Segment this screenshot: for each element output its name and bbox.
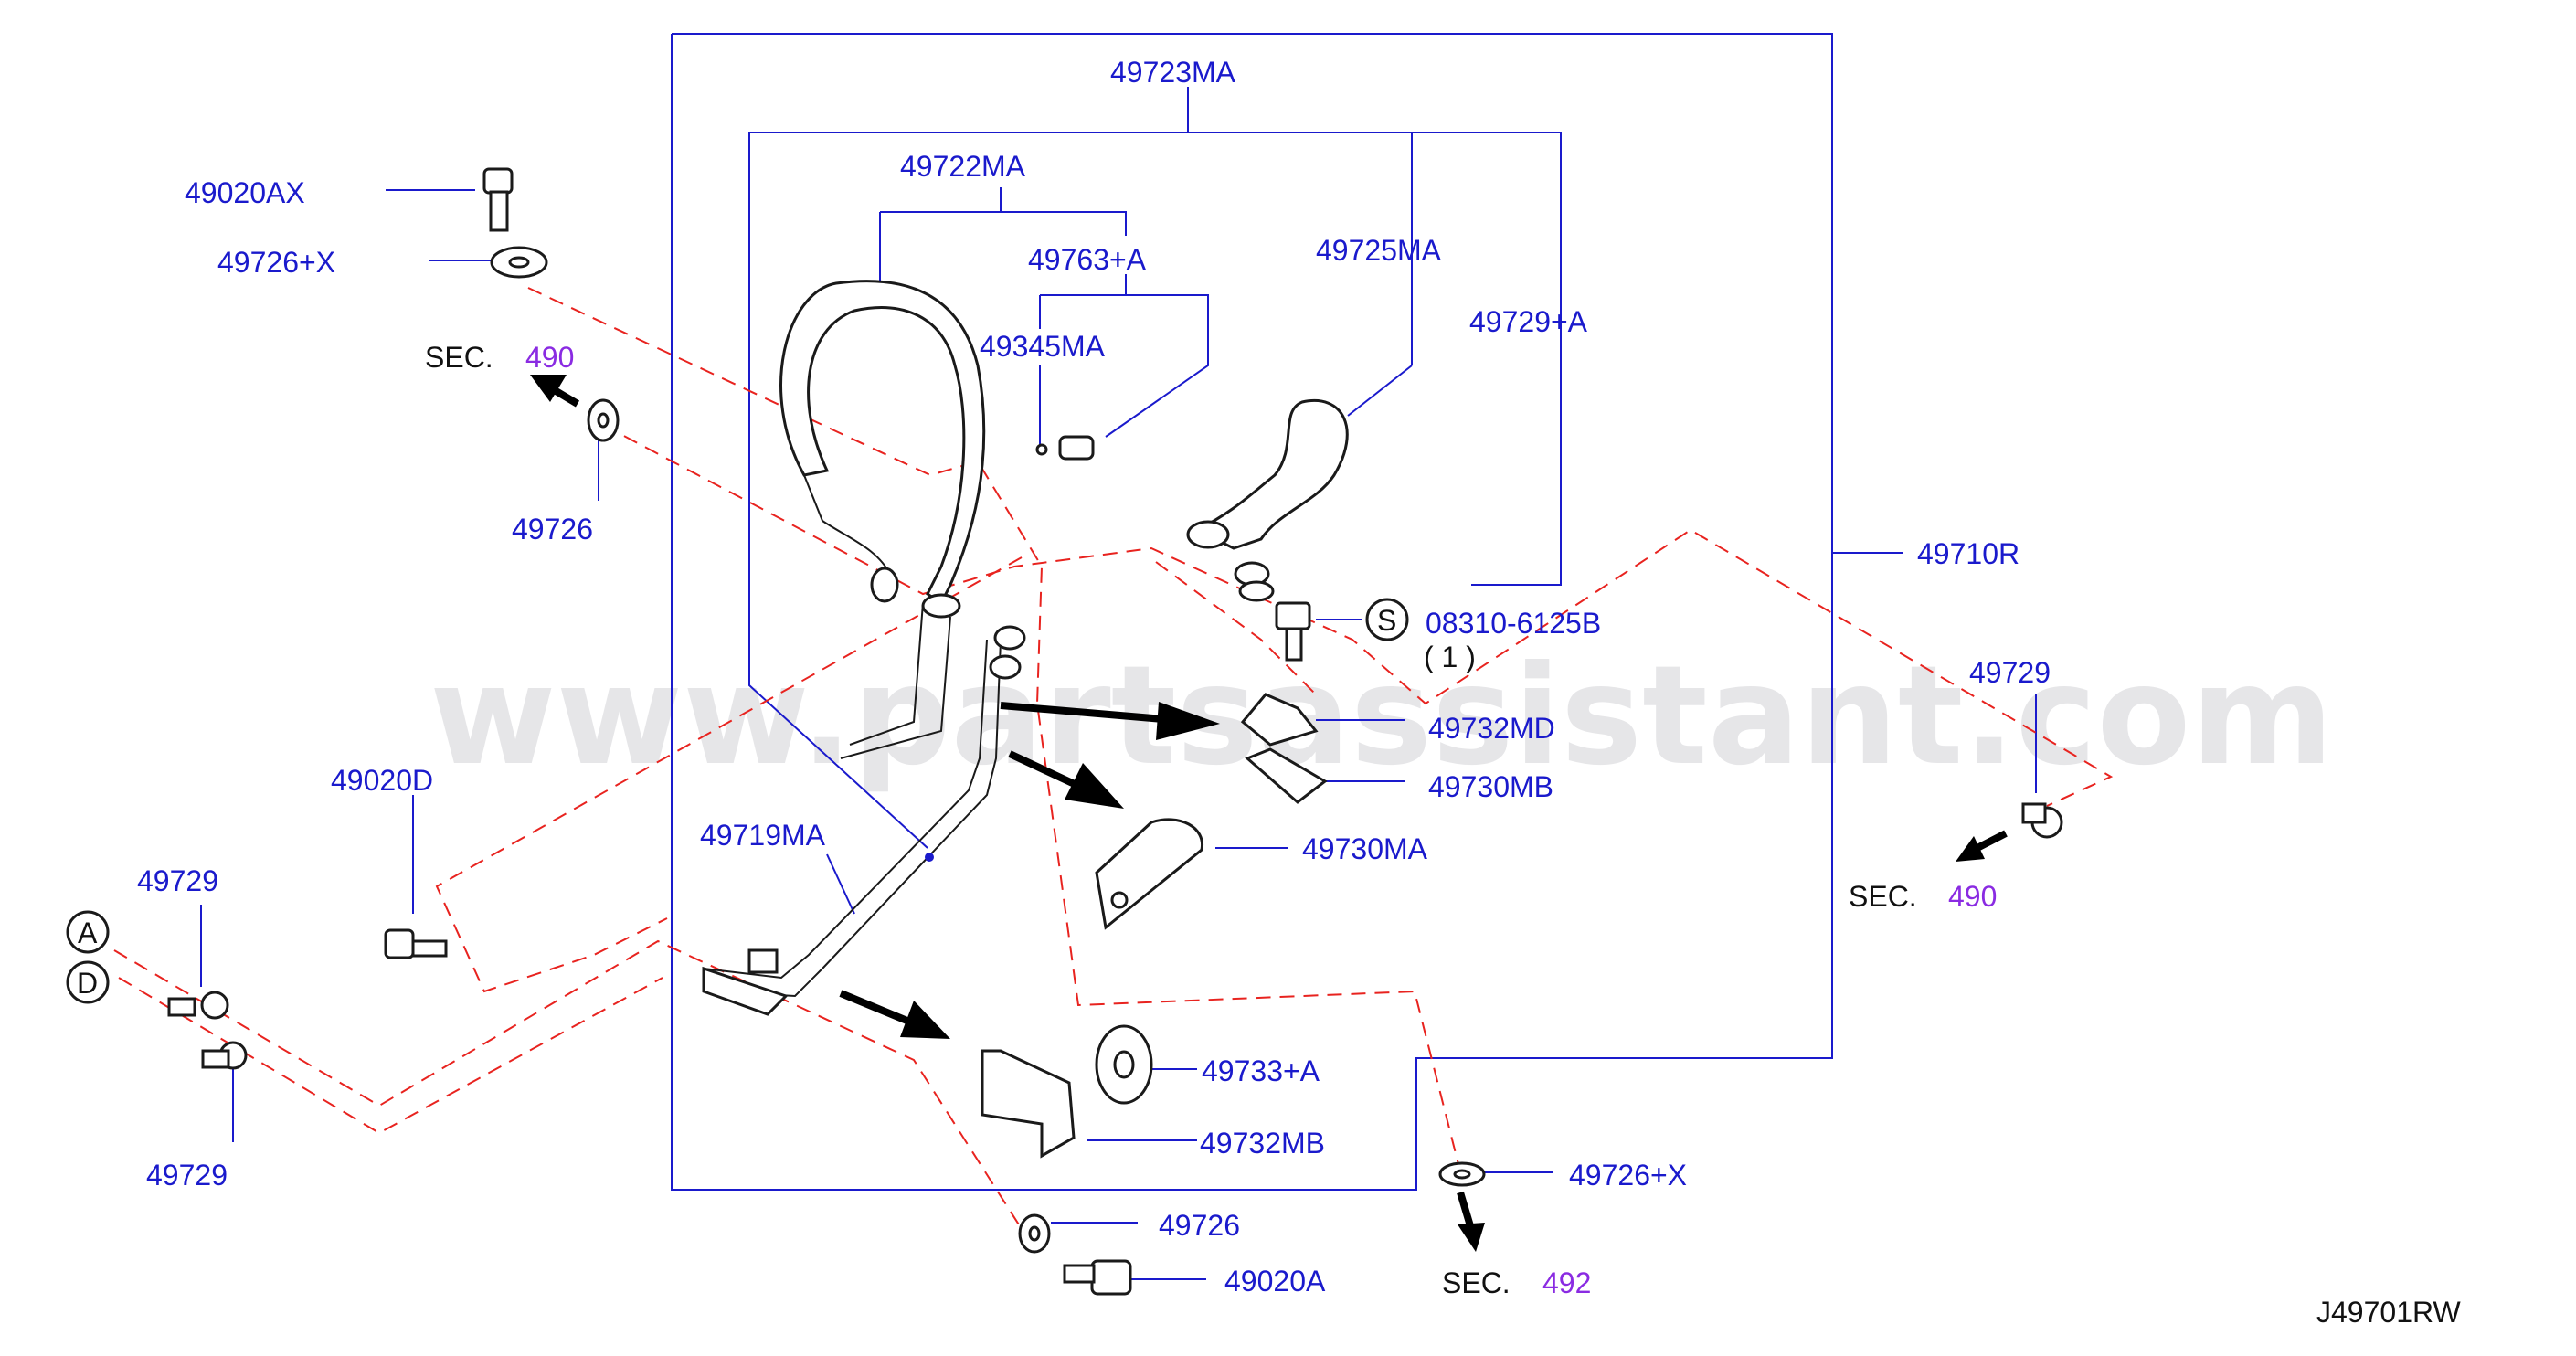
label-49719ma[interactable]: 49719MA: [700, 819, 826, 852]
label-49710r[interactable]: 49710R: [1917, 537, 2019, 570]
leader-lines: [200, 87, 2037, 1280]
label-49726x-top[interactable]: 49726+X: [217, 246, 335, 279]
pipe-49719ma: [702, 602, 1026, 1016]
callout-d-text: D: [77, 967, 98, 1000]
label-49725ma[interactable]: 49725MA: [1316, 234, 1442, 267]
callout-s-text: S: [1377, 604, 1396, 637]
fitting-49345ma: [1035, 435, 1095, 461]
part-labels: 49723MA 49722MA 49763+A 49345MA 49725MA …: [137, 56, 2051, 1298]
section-ref-left[interactable]: 490: [525, 341, 574, 374]
watermark: www.partsassistant.com: [429, 637, 2334, 796]
section-references: SEC. 490 SEC. 490 SEC. 492: [425, 341, 1997, 1299]
assembly-frame: [671, 33, 1903, 1191]
label-49726-left[interactable]: 49726: [512, 513, 593, 546]
label-49722ma[interactable]: 49722MA: [900, 150, 1026, 183]
callout-markers: S A D: [66, 598, 1409, 1004]
section-ref-bottom[interactable]: 492: [1542, 1266, 1591, 1299]
label-49020ax[interactable]: 49020AX: [185, 176, 305, 209]
label-49763a[interactable]: 49763+A: [1028, 243, 1147, 276]
arrows: [530, 375, 2008, 1252]
label-49723ma[interactable]: 49723MA: [1110, 56, 1236, 89]
hose-49725ma: [1186, 399, 1349, 602]
label-49726-bottom[interactable]: 49726: [1159, 1209, 1240, 1242]
callout-circle-s: [1365, 598, 1409, 641]
label-49732md[interactable]: 49732MD: [1428, 712, 1555, 745]
label-49020d[interactable]: 49020D: [331, 764, 433, 797]
fasteners: [384, 167, 1486, 1296]
dashed-routes: [113, 287, 2114, 1230]
label-08310-6125b[interactable]: 08310-6125B: [1426, 607, 1601, 640]
section-label-bottom: SEC.: [1442, 1266, 1511, 1299]
label-49729a[interactable]: 49729+A: [1469, 305, 1588, 338]
label-49729-left-top[interactable]: 49729: [137, 864, 218, 897]
label-49730ma[interactable]: 49730MA: [1302, 832, 1428, 865]
callout-circle-a: [66, 910, 110, 954]
label-49020a[interactable]: 49020A: [1224, 1265, 1326, 1298]
label-49345ma[interactable]: 49345MA: [980, 330, 1106, 363]
label-49729-left-bottom[interactable]: 49729: [146, 1159, 228, 1192]
section-ref-right[interactable]: 490: [1948, 880, 1997, 913]
drawing-code: J49701RW: [2316, 1296, 2462, 1329]
label-49729-right[interactable]: 49729: [1969, 656, 2051, 689]
section-label-left: SEC.: [425, 341, 493, 374]
callout-a-text: A: [78, 916, 98, 949]
label-49730mb[interactable]: 49730MB: [1428, 770, 1553, 803]
label-49733a[interactable]: 49733+A: [1202, 1054, 1320, 1087]
hose-49722ma: [779, 280, 986, 619]
section-label-right: SEC.: [1849, 880, 1917, 913]
label-49732mb[interactable]: 49732MB: [1200, 1127, 1325, 1160]
label-49726x-bottom[interactable]: 49726+X: [1569, 1159, 1687, 1192]
clamps-brackets: [167, 693, 2063, 1159]
label-quantity: ( 1 ): [1424, 641, 1476, 673]
callout-circle-d: [66, 960, 110, 1004]
